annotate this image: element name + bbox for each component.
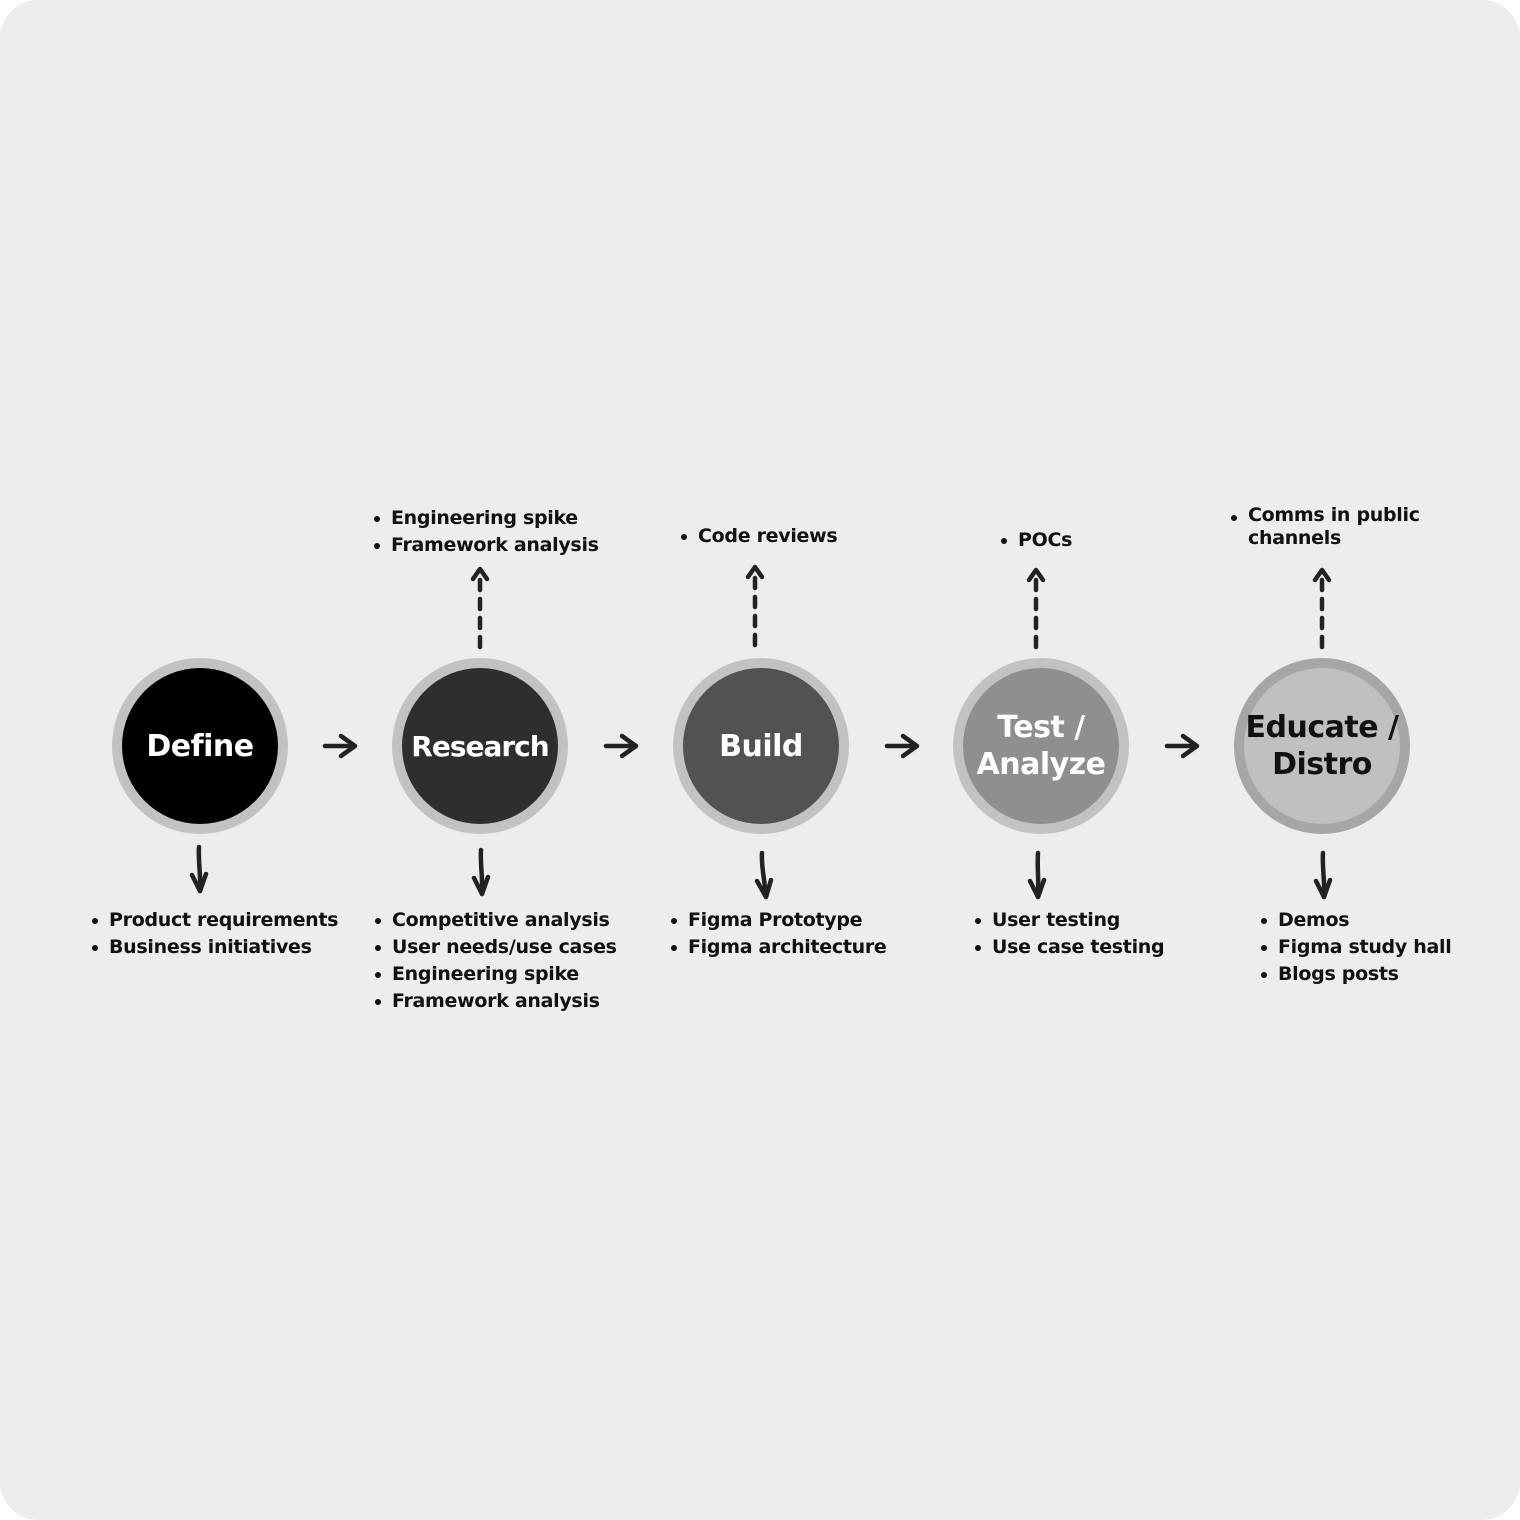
list-item: Framework analysis [373, 988, 617, 1015]
stage-build: Build [673, 658, 849, 834]
test-below-list: User testing Use case testing [973, 907, 1165, 961]
stage-research-label: Research [402, 668, 558, 824]
stage-educate-distro-label: Educate / Distro [1244, 668, 1400, 824]
down-arrow-educate [1313, 850, 1333, 900]
stage-test-analyze: Test / Analyze [953, 658, 1129, 834]
educate-below-list: Demos Figma study hall Blogs posts [1259, 907, 1452, 988]
list-item: Competitive analysis [373, 907, 617, 934]
list-item: Business initiatives [90, 934, 338, 961]
list-item: POCs [999, 527, 1072, 554]
list-item: User needs/use cases [373, 934, 617, 961]
list-item: Code reviews [679, 523, 838, 550]
list-item: Figma architecture [669, 934, 887, 961]
flow-arrow-define-to-research [322, 733, 358, 759]
flow-arrow-research-to-build [603, 733, 639, 759]
list-item: Framework analysis [372, 532, 599, 559]
list-item: Figma study hall [1259, 934, 1452, 961]
list-item: Comms in public channels [1229, 504, 1434, 550]
research-below-list: Competitive analysis User needs/use case… [373, 907, 617, 1015]
list-item: Blogs posts [1259, 961, 1451, 988]
list-item: Demos [1259, 907, 1451, 934]
stage-define-label: Define [122, 668, 278, 824]
stage-research: Research [392, 658, 568, 834]
flow-arrow-test-to-educate [1164, 733, 1200, 759]
up-dashed-arrow-educate [1312, 567, 1332, 650]
list-item: Engineering spike [373, 961, 617, 988]
stage-test-analyze-label: Test / Analyze [963, 668, 1119, 824]
stage-define: Define [112, 658, 288, 834]
research-above-list: Engineering spike Framework analysis [372, 505, 599, 559]
stage-build-label: Build [683, 668, 839, 824]
define-below-list: Product requirements Business initiative… [90, 907, 339, 961]
test-above-list: POCs [999, 527, 1072, 554]
down-arrow-research [471, 847, 491, 897]
build-below-list: Figma Prototype Figma architecture [669, 907, 887, 961]
stage-educate-distro: Educate / Distro [1234, 658, 1410, 834]
up-dashed-arrow-build [745, 564, 765, 648]
list-item: Engineering spike [372, 505, 599, 532]
up-dashed-arrow-test [1026, 567, 1046, 650]
build-above-list: Code reviews [679, 523, 838, 550]
down-arrow-test [1027, 850, 1047, 900]
educate-above-list: Comms in public channels [1229, 504, 1434, 550]
down-arrow-define [189, 844, 209, 894]
list-item: User testing [973, 907, 1164, 934]
flow-arrow-build-to-test [884, 733, 920, 759]
list-item: Use case testing [973, 934, 1165, 961]
down-arrow-build [754, 850, 774, 900]
list-item: Figma Prototype [669, 907, 887, 934]
up-dashed-arrow-research [470, 566, 490, 650]
list-item: Product requirements [90, 907, 339, 934]
